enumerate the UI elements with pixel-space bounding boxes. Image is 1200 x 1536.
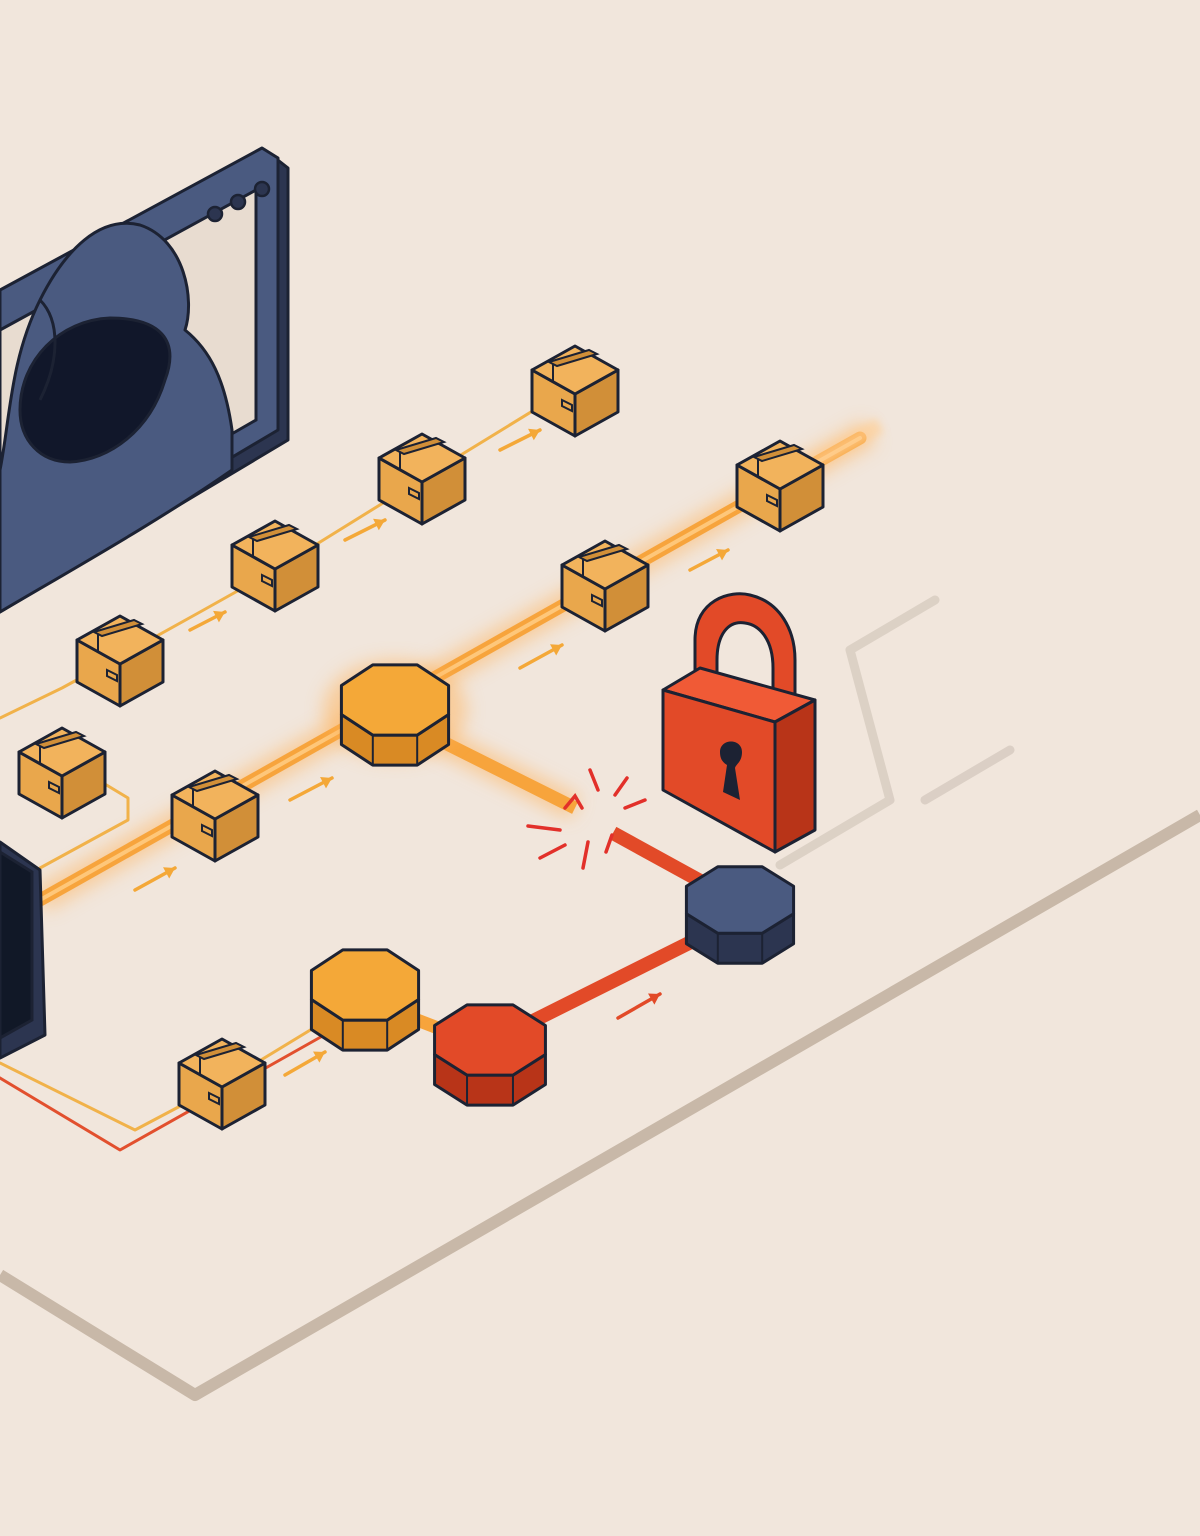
package-boxes [17,344,825,1131]
arrow-icon [518,643,564,670]
package-box-icon [177,1037,267,1131]
octagon-node-icon [433,1003,547,1107]
arrow-icon [343,518,387,542]
package-box-icon [75,614,165,708]
package-box-icon [17,726,107,820]
package-box-icon [560,539,650,633]
package-box-icon [230,519,320,613]
package-box-icon [530,344,620,438]
octagon-node-icon [309,948,421,1052]
faded-network-trace [775,595,1015,870]
arrow-icon [283,1050,327,1077]
direction-arrows [133,428,730,1077]
broken-link-icon [526,768,647,870]
arrow-icon [288,776,334,802]
arrow-icon [133,866,177,892]
package-box-icon [735,439,825,533]
floor-outline [0,809,1200,1401]
octagon-node-icon [323,660,467,767]
laptop-icon [0,840,47,1060]
package-box-icon [377,432,467,526]
arrow-icon [616,992,662,1020]
package-box-icon [170,769,260,863]
hooded-figure-icon [0,221,234,614]
network-nodes [309,660,796,1107]
padlock-icon [661,592,817,854]
arrow-icon [498,428,542,452]
arrow-icon [688,548,730,572]
octagon-node-icon [684,865,796,965]
arrow-icon [188,610,227,632]
